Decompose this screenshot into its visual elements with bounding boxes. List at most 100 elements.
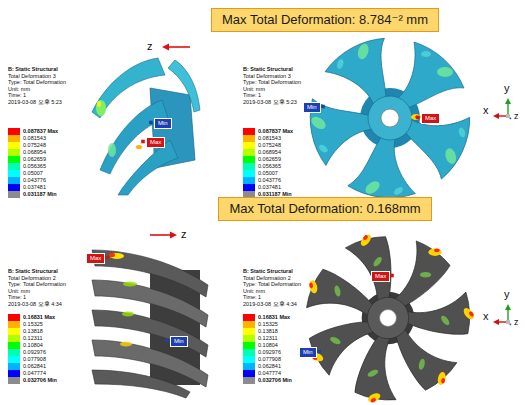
legend-header: B: Static Structural xyxy=(8,268,58,275)
impeller-front-view xyxy=(320,24,403,107)
legend-value: 0.092976 xyxy=(258,349,281,356)
impeller-front-view xyxy=(394,241,450,307)
impeller-side-view xyxy=(168,46,190,48)
legend-swatch xyxy=(8,142,20,149)
legend-value: 0.13818 xyxy=(258,328,278,335)
legend-swatch xyxy=(243,377,255,384)
legend-header: Type: Total Deformation xyxy=(243,79,301,86)
legend-value: 0.12311 xyxy=(23,335,42,342)
legend-header: Time: 1 xyxy=(243,294,261,301)
node-text: Min xyxy=(158,120,168,127)
impeller-side-view xyxy=(92,232,208,399)
legend-value: 0.032706 Min xyxy=(23,377,57,384)
legend-header: 2019-03-08 오후 5:23 xyxy=(243,99,297,106)
legend-value: 0.032706 Min xyxy=(258,377,292,384)
legend-swatch xyxy=(8,370,20,377)
legend-value: 0.087837 Max xyxy=(23,128,58,135)
legend-swatch xyxy=(8,149,20,156)
node-text: Max xyxy=(150,139,161,146)
legend-header: 2019-03-08 오후 4:34 xyxy=(8,301,62,308)
legend-header: Total Deformation 3 xyxy=(243,73,291,80)
legend-value: 0.062841 xyxy=(258,363,281,370)
legend-value: 0.10804 xyxy=(258,342,278,349)
legend-header: B: Static Structural xyxy=(243,66,293,73)
impeller-front-view xyxy=(331,221,418,306)
axis-label: z xyxy=(514,111,519,122)
impeller-side-view xyxy=(165,339,169,343)
impeller-side-view xyxy=(150,234,171,236)
legend-value: 0.16831 Max xyxy=(258,314,290,321)
legend-swatch xyxy=(8,356,20,363)
axis-triad xyxy=(493,98,511,119)
legend-header: Unit: mm xyxy=(8,288,30,295)
legend-value: 0.031187 Min xyxy=(23,191,57,198)
probe-dot xyxy=(317,350,321,354)
impeller-side-view xyxy=(105,256,109,260)
impeller-front-view xyxy=(381,109,399,127)
impeller-side-view xyxy=(168,60,200,112)
axis-triad xyxy=(506,320,510,324)
impeller-side-view xyxy=(170,232,177,239)
legend-swatch xyxy=(8,363,20,370)
min-probe-tag: Min xyxy=(299,347,317,358)
legend-swatch xyxy=(243,370,255,377)
impeller-front-view xyxy=(368,96,412,140)
legend-header: Type: Total Deformation xyxy=(243,281,301,288)
min-probe-tag: Min xyxy=(154,118,172,129)
legend-header: Time: 1 xyxy=(243,92,261,99)
legend-value: 0.075248 xyxy=(23,142,46,149)
legend-swatch xyxy=(8,321,20,328)
legend-swatch xyxy=(243,363,255,370)
legend-swatch xyxy=(8,170,20,177)
min-probe-tag: Min xyxy=(303,102,321,113)
node-text: Max xyxy=(425,115,436,122)
impeller-side-view xyxy=(141,140,145,144)
legend-value: 0.043776 xyxy=(23,177,46,184)
legend-value: 0.062659 xyxy=(23,156,46,163)
result-banner: Max Total Deformation: 0.168mm xyxy=(218,197,431,221)
legend-value: 0.05007 xyxy=(258,170,278,177)
axis-label: x xyxy=(483,310,489,323)
impeller-side-view xyxy=(108,143,116,157)
node-text: Min xyxy=(174,338,184,345)
legend-swatch xyxy=(8,135,20,142)
axis-label: z xyxy=(514,317,519,328)
legend-value: 0.043776 xyxy=(258,177,281,184)
node-text: Min xyxy=(307,104,317,111)
impeller-side-view xyxy=(110,253,124,259)
legend-header: B: Static Structural xyxy=(243,268,293,275)
impeller-side-view xyxy=(122,312,134,317)
legend-swatch xyxy=(8,328,20,335)
axis-label: z xyxy=(147,40,153,53)
legend-header: 2019-03-08 오후 5:23 xyxy=(8,99,62,106)
legend-value: 0.037481 xyxy=(258,184,281,191)
legend-swatch xyxy=(243,128,255,135)
legend-swatch xyxy=(243,135,255,142)
legend-value: 0.077908 xyxy=(258,356,281,363)
legend-header: 2019-03-08 오후 4:34 xyxy=(243,301,297,308)
node-text: Max Total Deformation: 8.784⁻² mm xyxy=(222,12,428,28)
impeller-side-view xyxy=(96,100,106,116)
impeller-side-view xyxy=(162,44,169,51)
legend-value: 0.081543 xyxy=(258,135,281,142)
impeller-side-view xyxy=(118,140,178,195)
legend-swatch xyxy=(243,149,255,156)
min-probe-tag: Min xyxy=(170,336,188,347)
impeller-front-view xyxy=(299,221,487,405)
legend-swatch xyxy=(8,349,20,356)
node-text: Max xyxy=(90,255,101,262)
legend-header: Type: Total Deformation xyxy=(8,79,66,86)
legend-value: 0.087837 Max xyxy=(258,128,293,135)
impeller-front-view xyxy=(367,297,408,338)
impeller-front-view xyxy=(398,42,464,108)
legend-value: 0.068954 xyxy=(258,149,281,156)
legend-swatch xyxy=(8,128,20,135)
legend-swatch xyxy=(8,184,20,191)
axis-label: x xyxy=(483,104,489,117)
legend-header: Time: 1 xyxy=(8,92,26,99)
legend-swatch xyxy=(8,163,20,170)
legend-swatch xyxy=(8,191,20,198)
legend-swatch xyxy=(243,170,255,177)
legend-header: Total Deformation 2 xyxy=(243,275,291,282)
legend-swatch xyxy=(243,328,255,335)
